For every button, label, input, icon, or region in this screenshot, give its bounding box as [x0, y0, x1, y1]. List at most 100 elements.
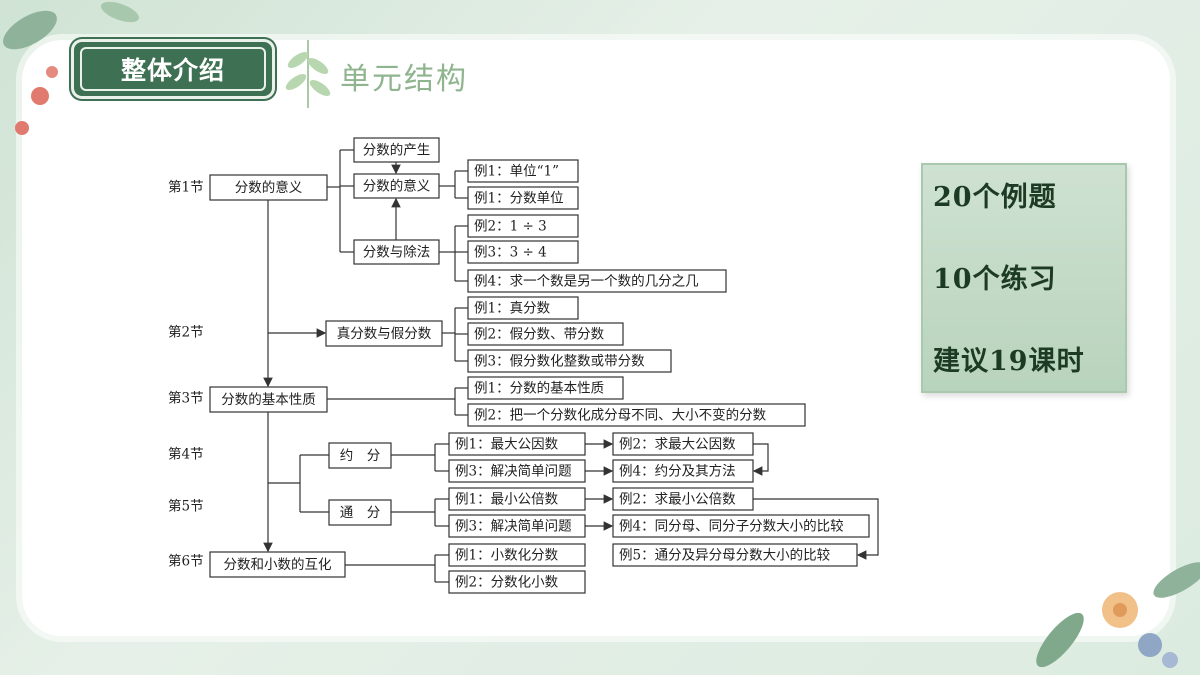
node-label: 例1：分数的基本性质: [474, 380, 604, 397]
node-s2: 真分数与假分数: [325, 320, 443, 347]
connector-lines: [263, 149, 879, 583]
leaf-sprig-icon: [285, 40, 331, 108]
intro-badge: 整体介绍: [74, 42, 272, 96]
node-box: [448, 543, 586, 567]
node-s1: 分数的意义: [209, 174, 328, 201]
section-label: 第4节: [168, 446, 204, 463]
node-box: [328, 499, 392, 526]
node-s5-1: 例1：最小公倍数: [448, 487, 586, 511]
node-label: 例2：1 ÷ 3: [474, 219, 547, 235]
node-s1-c1: 例2：1 ÷ 3: [467, 214, 579, 238]
node-s3-1: 例1：分数的基本性质: [467, 376, 624, 400]
node-s5: 通 分: [328, 499, 392, 526]
node-box: [328, 442, 392, 469]
node-s1-c: 分数与除法: [353, 239, 440, 265]
node-label: 例1：小数化分数: [455, 548, 559, 564]
summary-panel: 20个例题 10个练习 建议19课时: [921, 163, 1127, 393]
node-box: [448, 514, 586, 538]
node-s6-2: 例2：分数化小数: [448, 570, 586, 594]
node-box: [467, 296, 579, 320]
node-s6-1: 例1：小数化分数: [448, 543, 586, 567]
node-s6: 分数和小数的互化: [209, 551, 346, 578]
node-box: [467, 269, 727, 293]
summary-lessons: 建议19课时: [933, 346, 1085, 377]
node-box: [467, 376, 624, 400]
node-s2-1: 例1：真分数: [467, 296, 579, 320]
node-label: 例3：解决简单问题: [455, 518, 572, 535]
node-box: [467, 214, 579, 238]
node-box: [448, 487, 586, 511]
node-s5-2: 例3：解决简单问题: [448, 514, 586, 538]
node-label: 例4：约分及其方法: [619, 464, 736, 480]
node-label: 分数的产生: [363, 143, 431, 159]
node-box: [209, 551, 346, 578]
node-box: [353, 239, 440, 265]
node-s1-c3: 例4：求一个数是另一个数的几分之几: [467, 269, 727, 293]
node-label: 例1：单位“1”: [474, 164, 559, 180]
node-s1-a: 分数的产生: [353, 137, 440, 163]
node-box: [612, 514, 870, 538]
node-label: 例2：把一个分数化成分母不同、大小不变的分数: [474, 408, 767, 424]
node-s3-2: 例2：把一个分数化成分母不同、大小不变的分数: [467, 403, 806, 427]
node-box: [467, 186, 579, 210]
section-label: 第1节: [168, 179, 204, 196]
node-label: 例1：最大公因数: [455, 437, 559, 453]
node-label: 例2：分数化小数: [455, 575, 559, 591]
node-label: 例3：假分数化整数或带分数: [474, 354, 645, 370]
node-s2-2: 例2：假分数、带分数: [467, 322, 624, 346]
node-label: 例4：同分母、同分子分数大小的比较: [619, 519, 844, 535]
node-label: 例2：求最小公倍数: [619, 492, 736, 508]
node-box: [325, 320, 443, 347]
node-label: 真分数与假分数: [337, 326, 432, 342]
node-box: [467, 322, 624, 346]
node-box: [353, 173, 440, 199]
node-box: [467, 159, 579, 183]
node-s4-2: 例3：解决简单问题: [448, 459, 586, 483]
node-s1-c2: 例3：3 ÷ 4: [467, 240, 579, 264]
node-box: [448, 459, 586, 483]
node-box: [612, 487, 754, 511]
node-label: 分数的基本性质: [221, 391, 316, 408]
node-box: [467, 403, 806, 427]
arrow-connector: [753, 498, 879, 560]
node-label: 例1：分数单位: [474, 191, 564, 207]
node-box: [448, 432, 586, 456]
node-s1-b: 分数的意义: [353, 173, 440, 199]
node-s1-b1: 例1：单位“1”: [467, 159, 579, 183]
node-s4: 约 分: [328, 442, 392, 469]
floral-decoration-top-left-icon: [3, 1, 139, 135]
node-box: [467, 349, 672, 373]
node-box: [612, 543, 858, 567]
node-label: 通 分: [340, 505, 381, 521]
node-label: 例3：解决简单问题: [455, 463, 572, 480]
summary-exercises: 10个练习: [933, 264, 1057, 295]
node-s4-4: 例4：约分及其方法: [612, 459, 754, 483]
node-box: [612, 432, 754, 456]
floral-decoration-bottom-right-icon: [1036, 562, 1200, 668]
node-label: 例2：求最大公因数: [619, 437, 736, 453]
node-s4-1: 例1：最大公因数: [448, 432, 586, 456]
node-s3: 分数的基本性质: [209, 386, 328, 413]
node-s5-5: 例5：通分及异分母分数大小的比较: [612, 543, 858, 567]
node-box: [612, 459, 754, 483]
node-box: [209, 174, 328, 201]
node-box: [209, 386, 328, 413]
node-label: 分数和小数的互化: [224, 557, 332, 573]
node-label: 分数的意义: [235, 179, 303, 196]
node-label: 例2：假分数、带分数: [474, 327, 605, 343]
section-label: 第6节: [168, 553, 204, 570]
node-s5-3: 例2：求最小公倍数: [612, 487, 754, 511]
node-label: 分数与除法: [363, 245, 431, 261]
node-box: [353, 137, 440, 163]
node-label: 分数的意义: [363, 178, 431, 195]
node-box: [448, 570, 586, 594]
node-s1-b2: 例1：分数单位: [467, 186, 579, 210]
node-s5-4: 例4：同分母、同分子分数大小的比较: [612, 514, 870, 538]
arrow-connector: [752, 443, 769, 476]
node-label: 例1：最小公倍数: [455, 492, 559, 508]
section-label: 第3节: [168, 390, 204, 407]
summary-examples: 20个例题: [933, 182, 1057, 213]
node-label: 例3：3 ÷ 4: [474, 245, 547, 261]
